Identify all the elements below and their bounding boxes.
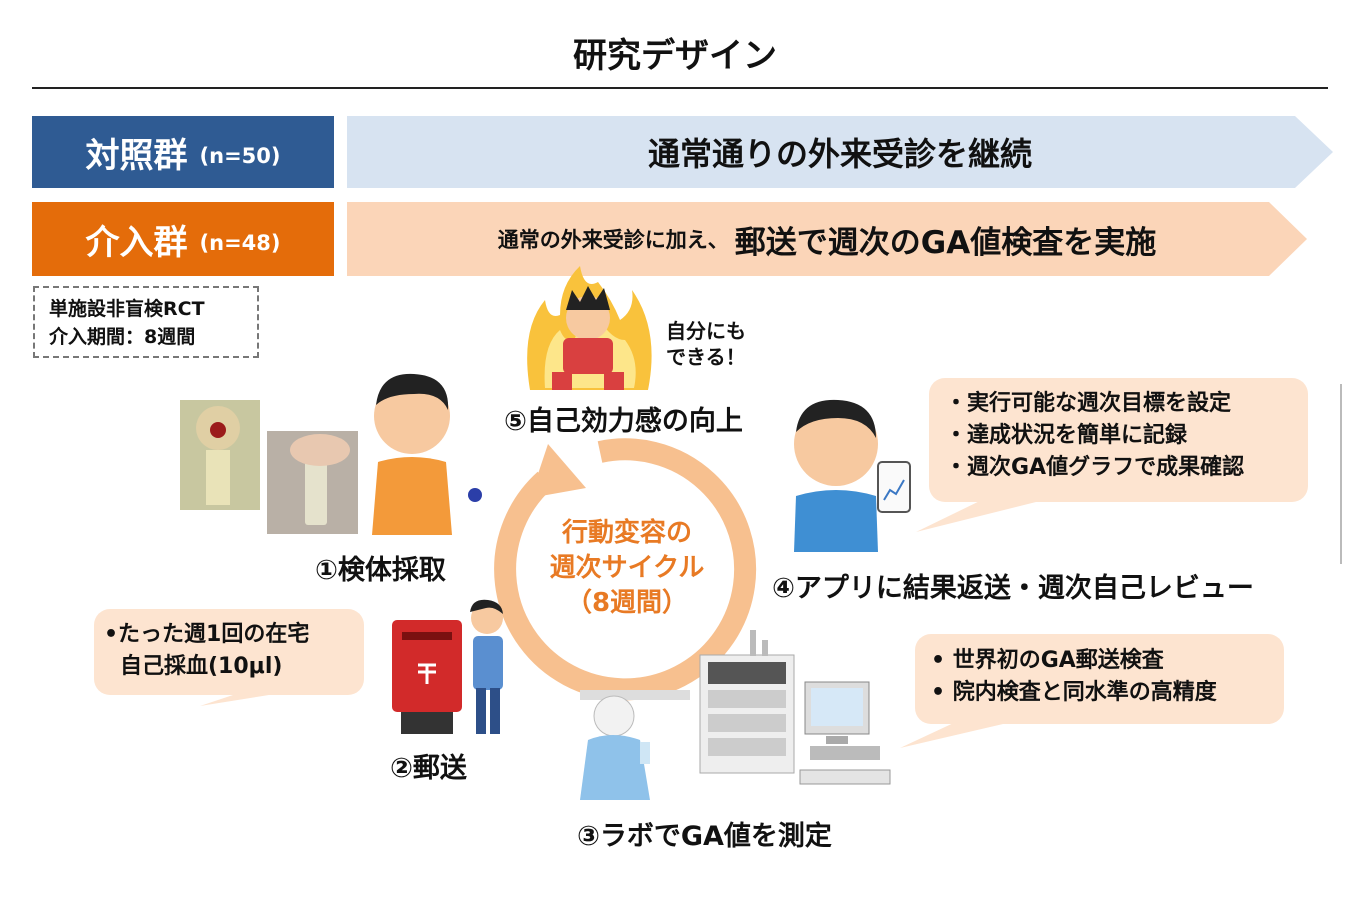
sampling-callout-line-1: •たった週1回の在宅 bbox=[104, 619, 364, 651]
edge-line bbox=[1340, 384, 1342, 564]
sampling-callout-line-2: 自己採血(10μl) bbox=[104, 651, 364, 683]
step-app-review-label: ④アプリに結果返送・週次自己レビュー bbox=[772, 566, 1254, 605]
self-note-line-2: できる！ bbox=[666, 344, 746, 370]
self-sampling-person-illustration bbox=[372, 374, 482, 535]
self-efficacy-note: 自分にも できる！ bbox=[666, 318, 746, 370]
lab-technician-illustration bbox=[580, 690, 690, 800]
step-lab-label: ③ラボでGA値を測定 bbox=[577, 814, 832, 853]
app-callout-line-3: ・週次GA値グラフで成果確認 bbox=[945, 452, 1308, 484]
motivated-person-illustration bbox=[527, 266, 651, 390]
sampling-callout: •たった週1回の在宅 自己採血(10μl) bbox=[94, 609, 364, 695]
post-box-illustration bbox=[392, 620, 462, 734]
lab-callout-line-2: • 院内検査と同水準の高精度 bbox=[931, 677, 1284, 709]
cycle-center-text: 行動変容の 週次サイクル （8週間） bbox=[512, 516, 742, 621]
lab-callout-line-1: • 世界初のGA郵送検査 bbox=[931, 645, 1284, 677]
blood-sample-photo-1 bbox=[180, 400, 260, 510]
cycle-line-3: （8週間） bbox=[512, 586, 742, 621]
lab-callout: • 世界初のGA郵送検査 • 院内検査と同水準の高精度 bbox=[915, 634, 1284, 724]
step-mailing-label: ②郵送 bbox=[390, 746, 467, 785]
app-callout-line-1: ・実行可能な週次目標を設定 bbox=[945, 388, 1308, 420]
smartphone-icon bbox=[878, 462, 910, 512]
mailing-person-illustration bbox=[470, 600, 503, 734]
computer-illustration bbox=[800, 682, 890, 784]
bubble-tail-lab bbox=[900, 720, 1020, 748]
app-callout: ・実行可能な週次目標を設定 ・達成状況を簡単に記録 ・週次GA値グラフで成果確認 bbox=[929, 378, 1308, 502]
step-self-efficacy-label: ⑤自己効力感の向上 bbox=[504, 399, 743, 438]
blood-sample-photo-2 bbox=[267, 431, 358, 534]
cycle-line-2: 週次サイクル bbox=[512, 551, 742, 586]
app-user-illustration bbox=[794, 400, 878, 552]
self-note-line-1: 自分にも bbox=[666, 318, 746, 344]
app-callout-line-2: ・達成状況を簡単に記録 bbox=[945, 420, 1308, 452]
step-sampling-label: ①検体採取 bbox=[315, 548, 446, 587]
cycle-line-1: 行動変容の bbox=[512, 516, 742, 551]
